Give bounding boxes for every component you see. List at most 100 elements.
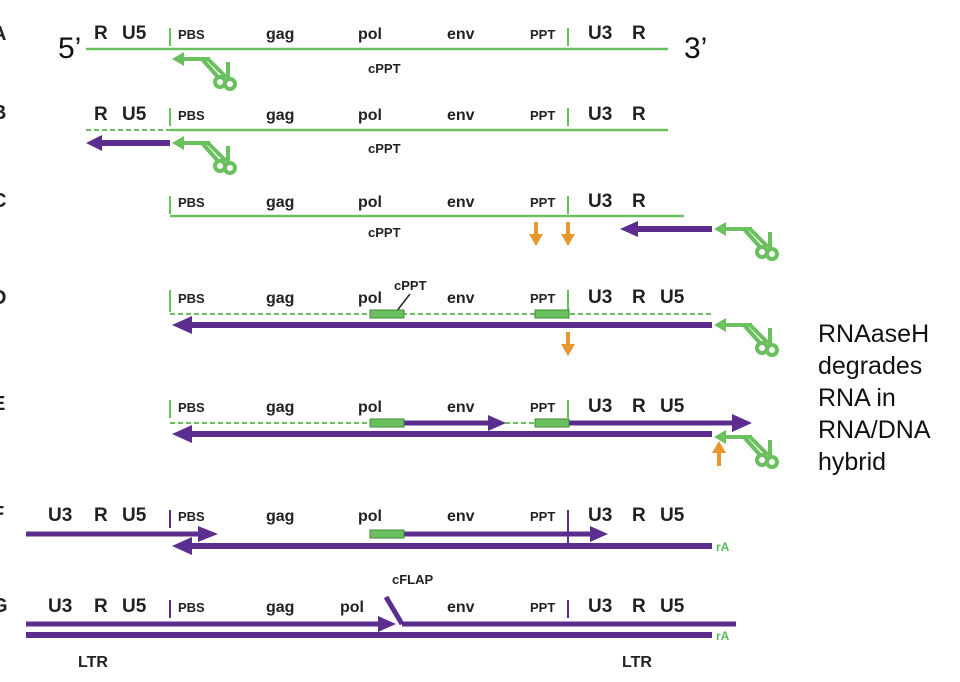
- row-f-u3-2-label: U3: [588, 505, 612, 526]
- row-g-ra-label: rA: [716, 629, 730, 643]
- row-b-env-label: env: [447, 107, 475, 124]
- row-g-ppt-label: PPT: [530, 600, 555, 615]
- row-f-minus-arrowhead: [172, 537, 192, 555]
- row-letters: A B C D E F G: [0, 23, 8, 617]
- row-d-ppt-rna-fragment: [534, 309, 570, 319]
- row-d-r-label: R: [632, 287, 646, 308]
- row-b-dna-arrowhead: [86, 135, 102, 151]
- row-d-cppt-leader: [395, 293, 411, 313]
- ltr-right-label: LTR: [622, 654, 652, 671]
- row-g-u5-2-label: U5: [660, 596, 685, 617]
- rnaseh-note-line: degrades: [818, 352, 923, 380]
- row-e-env-label: env: [447, 399, 475, 416]
- row-e-cppt-rna-fragment: [369, 418, 405, 428]
- row-e: PBS gag pol env PPT U3 R U5: [169, 396, 779, 469]
- row-b-gag-label: gag: [266, 107, 294, 124]
- row-f-ppt-label: PPT: [530, 509, 555, 524]
- row-a-gag-label: gag: [266, 26, 294, 43]
- row-c-r-label: R: [632, 191, 646, 212]
- row-f-r2-label: R: [632, 505, 646, 526]
- row-g-plus-left-arrowhead: [378, 616, 396, 632]
- row-letter-g: G: [0, 595, 8, 617]
- row-e-u5-label: U5: [660, 396, 685, 417]
- row-f-cppt-rna-fragment: [369, 529, 405, 539]
- row-d-env-label: env: [447, 290, 475, 307]
- row-e-ppt-arrowhead: [732, 414, 752, 432]
- row-c: PBS gag pol env PPT U3 R cPPT: [169, 191, 779, 261]
- rnaseh-note: RNAaseH degrades RNA in RNA/DNA hybrid: [818, 318, 960, 478]
- row-letter-f: F: [0, 503, 4, 525]
- row-c-cppt-label: cPPT: [368, 225, 401, 240]
- row-a-ppt-label: PPT: [530, 27, 555, 42]
- rnaseh-note-line: RNA in: [818, 384, 896, 412]
- rnase-cut-arrow-icon: [712, 441, 726, 466]
- row-g-r2-label: R: [632, 596, 646, 617]
- trna-primer-icon: [714, 430, 779, 469]
- row-letter-a: A: [0, 23, 6, 45]
- row-e-pol-label: pol: [358, 399, 382, 416]
- row-f-pbs-label: PBS: [178, 509, 205, 524]
- trna-primer-icon: [714, 318, 779, 357]
- row-g-r-label: R: [94, 596, 108, 617]
- row-d-u5-label: U5: [660, 287, 685, 308]
- row-e-central-arrowhead: [488, 415, 506, 431]
- row-c-dna-arrowhead: [620, 221, 638, 237]
- row-e-gag-label: gag: [266, 399, 294, 416]
- row-c-env-label: env: [447, 194, 475, 211]
- row-d-cppt-label: cPPT: [394, 278, 427, 293]
- row-e-u3-label: U3: [588, 396, 612, 417]
- row-a-u5-label: U5: [122, 23, 147, 44]
- row-g-pol-label: pol: [340, 599, 364, 616]
- row-d-pol-label: pol: [358, 290, 382, 307]
- five-prime-end-label: 5’: [58, 32, 81, 65]
- row-g-u3-label: U3: [48, 596, 72, 617]
- row-c-pbs-label: PBS: [178, 195, 205, 210]
- row-b-r-label: R: [94, 104, 108, 125]
- row-f-u5-label: U5: [122, 505, 147, 526]
- row-f-r-label: R: [94, 505, 108, 526]
- row-g-env-label: env: [447, 599, 475, 616]
- row-a-env-label: env: [447, 26, 475, 43]
- row-a-pol-label: pol: [358, 26, 382, 43]
- row-c-gag-label: gag: [266, 194, 294, 211]
- row-e-r-label: R: [632, 396, 646, 417]
- row-b-cppt-label: cPPT: [368, 141, 401, 156]
- rnaseh-note-line: RNA/DNA: [818, 416, 931, 444]
- row-d-ppt-label: PPT: [530, 291, 555, 306]
- row-g-cflap-label: cFLAP: [392, 572, 434, 587]
- trna-primer-icon: [172, 52, 237, 91]
- trna-primer-icon: [714, 222, 779, 261]
- row-c-pol-label: pol: [358, 194, 382, 211]
- row-e-pbs-label: PBS: [178, 400, 205, 415]
- row-b-ppt-label: PPT: [530, 108, 555, 123]
- row-a-cppt-label: cPPT: [368, 61, 401, 76]
- row-a-r-label: R: [94, 23, 108, 44]
- row-a-pbs-label: PBS: [178, 27, 205, 42]
- row-c-u3-label: U3: [588, 191, 612, 212]
- rnase-cut-arrow-icon: [561, 222, 575, 246]
- row-d-cppt-rna-fragment: [369, 309, 405, 319]
- row-a-r2-label: R: [632, 23, 646, 44]
- three-prime-end-label: 3’: [684, 32, 707, 65]
- ltr-left-label: LTR: [78, 654, 108, 671]
- row-b-u3-label: U3: [588, 104, 612, 125]
- row-f: U3 R U5 PBS gag pol env PPT U3 R U5 rA: [26, 505, 730, 555]
- row-d: cPPT PBS gag pol env PPT U3 R U5: [169, 278, 779, 357]
- row-letter-e: E: [0, 393, 5, 415]
- row-g-pbs-label: PBS: [178, 600, 205, 615]
- row-d-u3-label: U3: [588, 287, 612, 308]
- row-g-u3-2-label: U3: [588, 596, 612, 617]
- row-b-u5-label: U5: [122, 104, 147, 125]
- row-a-u3-label: U3: [588, 23, 612, 44]
- rnaseh-note-line: RNAaseH: [818, 320, 930, 348]
- row-letter-c: C: [0, 190, 6, 212]
- row-b-r2-label: R: [632, 104, 646, 125]
- row-b: R U5 PBS gag pol env PPT U3 R cPPT: [86, 104, 668, 175]
- row-a: 5’ R U5 PBS gag pol env PPT U3 R 3’ cPPT: [58, 23, 707, 91]
- row-letter-b: B: [0, 102, 6, 124]
- row-g-gag-label: gag: [266, 599, 294, 616]
- row-f-central-arrowhead: [590, 526, 608, 542]
- row-f-u5-2-label: U5: [660, 505, 685, 526]
